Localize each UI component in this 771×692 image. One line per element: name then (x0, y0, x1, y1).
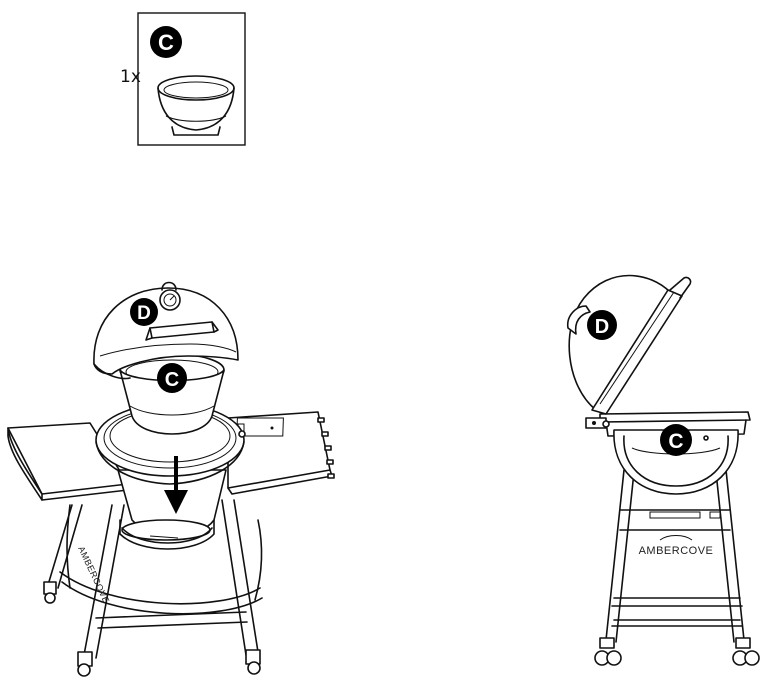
part-badge-c: C (150, 26, 182, 58)
bowl-badge: C (157, 363, 187, 393)
grill-lower-body (117, 469, 227, 550)
shelf-knobs (317, 417, 335, 479)
parts-box: C 1x (120, 12, 246, 146)
lid-handle (145, 321, 219, 341)
grill-table-top (585, 411, 751, 437)
lid-badge-label: D (137, 303, 151, 324)
lid-badge: D (130, 298, 158, 326)
left-stand: AMBERCOVE (43, 499, 263, 677)
bowl-badge-right-label: C (668, 430, 683, 453)
bowl-icon (157, 75, 235, 136)
thermometer-icon (159, 289, 181, 311)
svg-text:AMBERCOVE: AMBERCOVE (76, 545, 111, 605)
right-stand: AMBERCOVE (594, 469, 760, 666)
bowl-badge-label: C (165, 369, 179, 391)
arrow-down-icon (164, 456, 188, 514)
bowl-badge-right: C (660, 424, 692, 456)
right-side-shelf (227, 411, 335, 495)
caster (77, 651, 93, 677)
caster (732, 637, 760, 666)
grill-lid-open (566, 274, 692, 415)
grill-lid (93, 281, 239, 380)
right-grill-assembly: AMBERCOVE (566, 274, 760, 666)
part-badge-label: C (158, 30, 174, 55)
caster (43, 581, 57, 604)
caster (245, 649, 261, 675)
caster (594, 637, 622, 666)
brand-label: AMBERCOVE (639, 545, 714, 557)
left-grill-assembly: AMBERCOVE (7, 281, 335, 677)
grill-body (613, 429, 739, 495)
part-quantity: 1x (120, 67, 141, 87)
lid-badge-right: D (587, 310, 617, 340)
lid-badge-right-label: D (595, 316, 609, 338)
